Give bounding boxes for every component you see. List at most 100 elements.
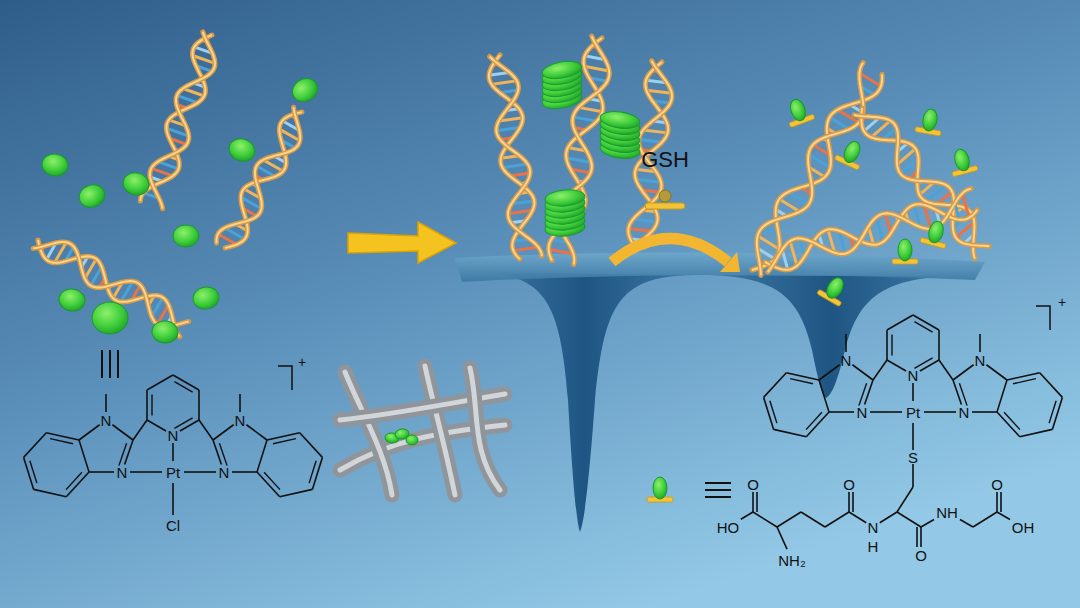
- base-pair: [876, 217, 883, 242]
- chemical-bond: [880, 512, 897, 523]
- base-pair: [573, 117, 597, 121]
- chemical-bond: [764, 397, 774, 429]
- atom-label: H: [868, 539, 879, 554]
- dna-strand: [140, 31, 225, 210]
- chemical-bond: [172, 443, 174, 461]
- chemical-bond: [897, 487, 913, 512]
- atom-label: N: [908, 368, 919, 383]
- atom-label: Pt: [166, 465, 180, 480]
- green-disk: [653, 477, 667, 499]
- chemical-bond: [829, 411, 854, 413]
- green-disk: [92, 302, 128, 334]
- base-pair: [859, 73, 880, 86]
- chemical-bond: [921, 519, 934, 527]
- chemical-bond: [848, 492, 850, 512]
- chemical-bond: [246, 425, 267, 440]
- chemical-bond: [845, 334, 847, 352]
- fiber-highlight: [470, 368, 500, 490]
- aromatic-bond: [219, 443, 227, 465]
- atom-label: HO: [717, 520, 740, 535]
- base-pair: [808, 154, 830, 167]
- dna-strand: [214, 106, 314, 255]
- chemical-bond: [753, 512, 777, 527]
- chemical-bond: [870, 411, 902, 413]
- green-disk: [823, 275, 846, 301]
- artwork: [24, 31, 1063, 549]
- chemical-bond: [172, 483, 174, 515]
- atom-label: +: [1058, 295, 1066, 309]
- aromatic-bond: [309, 461, 316, 483]
- reagent-label: GSH: [641, 149, 689, 171]
- aromatic-bond: [1049, 401, 1056, 423]
- dna-helix: [486, 53, 542, 260]
- chemical-bond: [897, 512, 921, 527]
- dna-strand: [851, 99, 995, 259]
- green-disk: [40, 152, 69, 178]
- fiber: [345, 372, 392, 495]
- aromatic-bond: [119, 443, 127, 465]
- chemical-bond: [777, 527, 787, 549]
- chemical-bond: [66, 472, 89, 497]
- chemical-structure: [24, 315, 1063, 549]
- dna-strand-highlight: [214, 106, 314, 255]
- green-disk: [952, 148, 971, 173]
- dna-strand: [851, 99, 995, 259]
- chemical-bond: [873, 360, 887, 380]
- base-pair: [152, 298, 163, 317]
- atom-label: N: [868, 520, 879, 535]
- atom-label: S: [908, 450, 918, 465]
- atom-label: N: [117, 465, 128, 480]
- chemical-bond: [1000, 492, 1002, 512]
- base-pair: [177, 95, 198, 102]
- base-pair: [633, 219, 657, 222]
- chemical-bond: [130, 471, 162, 473]
- chemical-bond: [986, 365, 1007, 380]
- atom-label: N: [219, 465, 230, 480]
- arrow-head: [720, 252, 740, 272]
- green-disk: [544, 188, 585, 207]
- green-disk: [788, 97, 809, 122]
- chemical-bond: [777, 512, 801, 527]
- base-pair: [85, 259, 96, 279]
- aromatic-bond: [1013, 379, 1036, 384]
- chemical-bond: [806, 412, 829, 437]
- base-pair: [779, 199, 800, 212]
- dna-strand-highlight: [851, 99, 995, 259]
- energy-well: [705, 275, 955, 398]
- equivalence-symbol: [109, 350, 111, 378]
- aromatic-bond: [959, 383, 967, 405]
- chemical-bond: [257, 440, 267, 472]
- chemical-bond: [912, 464, 914, 487]
- chemical-bond: [756, 492, 758, 512]
- chemical-bond: [146, 390, 148, 420]
- base-pair: [492, 81, 517, 84]
- base-pair: [830, 117, 850, 129]
- chemical-bond: [105, 394, 107, 412]
- dna-strand-highlight: [851, 99, 995, 259]
- base-pair: [91, 267, 102, 286]
- chemical-bond: [79, 440, 89, 472]
- green-disk: [57, 287, 86, 313]
- base-pair: [158, 162, 179, 169]
- aromatic-bond: [174, 382, 192, 393]
- chemical-bond: [133, 420, 147, 440]
- chemical-bond: [997, 380, 1007, 412]
- green-disk: [173, 225, 199, 247]
- chemical-bond: [199, 420, 213, 440]
- base-pair: [513, 247, 538, 250]
- chemical-bond: [852, 492, 854, 512]
- green-disk: [541, 59, 583, 82]
- dna-strand-highlight: [486, 53, 542, 260]
- fiber: [470, 368, 500, 490]
- dna-strand: [140, 31, 224, 210]
- green-disk: [151, 320, 179, 344]
- aromatic-bond: [273, 439, 296, 444]
- process-arrow: [348, 222, 456, 263]
- atom-label: Pt: [906, 405, 920, 420]
- base-pair: [151, 168, 172, 176]
- base-pair: [263, 160, 283, 171]
- chemical-bond: [849, 512, 866, 523]
- chemical-bond: [257, 472, 280, 497]
